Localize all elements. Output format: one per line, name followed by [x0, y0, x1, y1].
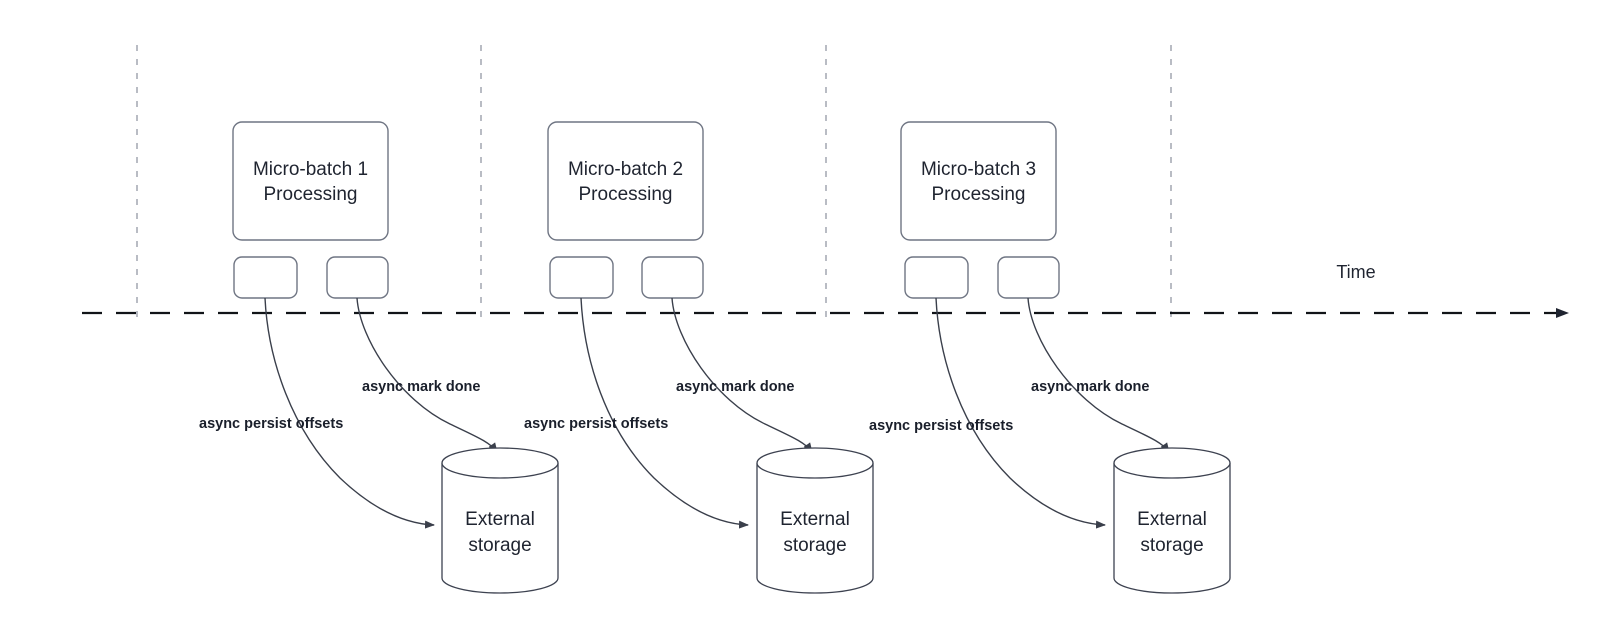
external-storage-cylinder-body[interactable]	[441, 463, 559, 594]
time-axis-label: Time	[1336, 262, 1375, 282]
micro-batch-box-line1: Micro-batch 1	[253, 159, 368, 180]
async-persist-offsets-label: async persist offsets	[199, 416, 343, 432]
external-storage-line2: storage	[468, 535, 531, 556]
micro-batch-group-2: Micro-batch 2 Processing async persist off…	[524, 121, 874, 594]
external-storage-cylinder-body[interactable]	[1113, 463, 1231, 594]
external-storage-line1: External	[465, 509, 535, 530]
async-mark-done-arrow	[671, 297, 813, 453]
async-persist-offsets-arrow	[580, 297, 749, 529]
mark-done-task-box[interactable]	[326, 256, 389, 299]
external-storage-cylinder-top	[756, 447, 874, 479]
micro-batch-box[interactable]	[547, 121, 704, 241]
micro-batch-box-line2: Processing	[932, 184, 1026, 205]
async-mark-done-label: async mark done	[1031, 379, 1149, 395]
external-storage-line1: External	[780, 509, 850, 530]
mark-done-task-box[interactable]	[997, 256, 1060, 299]
offset-task-box[interactable]	[549, 256, 614, 299]
micro-batch-group-1: Micro-batch 1 Processing async persist off…	[199, 121, 559, 594]
micro-batch-box-line2: Processing	[264, 184, 358, 205]
async-persist-offsets-label: async persist offsets	[869, 418, 1013, 434]
external-storage-line1: External	[1137, 509, 1207, 530]
async-persist-offsets-arrow	[264, 297, 435, 529]
offset-task-box[interactable]	[233, 256, 298, 299]
external-storage-line2: storage	[1140, 535, 1203, 556]
async-mark-done-label: async mark done	[362, 379, 480, 395]
async-mark-done-arrow	[356, 297, 498, 453]
external-storage-cylinder-body[interactable]	[756, 463, 874, 594]
micro-batch-box[interactable]	[900, 121, 1057, 241]
external-storage-line2: storage	[783, 535, 846, 556]
offset-task-box[interactable]	[904, 256, 969, 299]
micro-batch-box-line1: Micro-batch 2	[568, 159, 683, 180]
async-mark-done-label: async mark done	[676, 379, 794, 395]
external-storage-cylinder-top	[1113, 447, 1231, 479]
async-mark-done-arrow	[1027, 297, 1170, 453]
async-persist-offsets-label: async persist offsets	[524, 416, 668, 432]
time-tick-lines	[136, 45, 1172, 325]
micro-batch-groups: Micro-batch 1 Processing async persist off…	[199, 121, 1231, 594]
mark-done-task-box[interactable]	[641, 256, 704, 299]
external-storage-cylinder-top	[441, 447, 559, 479]
async-persist-offsets-arrow	[935, 297, 1106, 529]
micro-batch-group-3: Micro-batch 3 Processing async persist off…	[869, 121, 1231, 594]
micro-batch-box[interactable]	[232, 121, 389, 241]
micro-batch-box-line1: Micro-batch 3	[921, 159, 1036, 180]
micro-batch-box-line2: Processing	[579, 184, 673, 205]
